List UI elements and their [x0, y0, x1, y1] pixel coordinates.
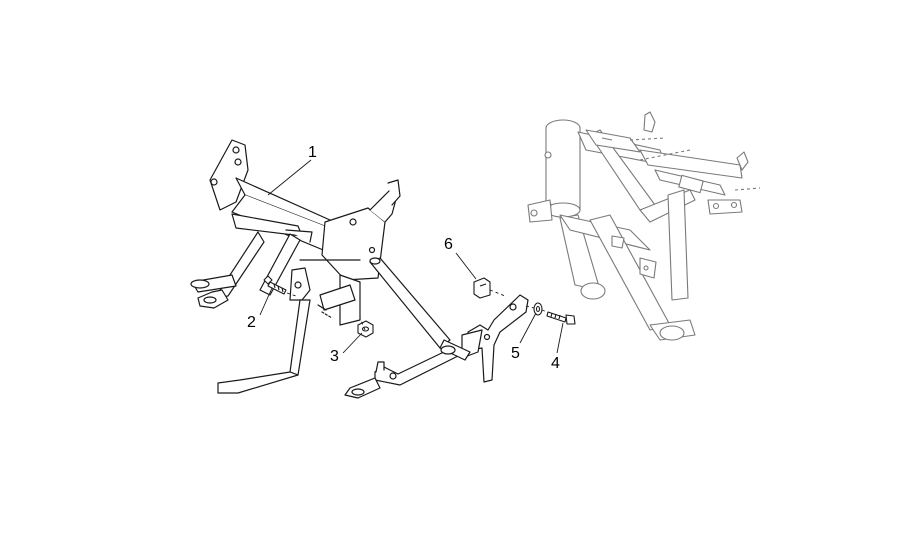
callout-6: 6 — [444, 236, 453, 253]
callout-3: 3 — [330, 348, 339, 365]
bolt-2 — [263, 275, 287, 295]
callout-1: 1 — [308, 144, 317, 161]
leader-3 — [342, 332, 363, 354]
leader-4 — [556, 322, 564, 354]
leader-1 — [267, 159, 312, 196]
leader-lines — [259, 159, 564, 354]
leader-5 — [519, 312, 537, 344]
side-bracket — [439, 294, 529, 383]
leader-2 — [259, 287, 273, 316]
main-frame-reference — [527, 111, 761, 341]
washer-5 — [533, 302, 543, 316]
screw-4 — [546, 311, 576, 325]
callout-2: 2 — [247, 314, 256, 331]
callout-5: 5 — [511, 345, 520, 362]
assembly-lines — [286, 289, 548, 331]
callout-4: 4 — [551, 355, 560, 372]
clip-nut-6 — [473, 277, 491, 299]
front-subframe — [190, 139, 459, 399]
leader-6 — [455, 252, 477, 280]
